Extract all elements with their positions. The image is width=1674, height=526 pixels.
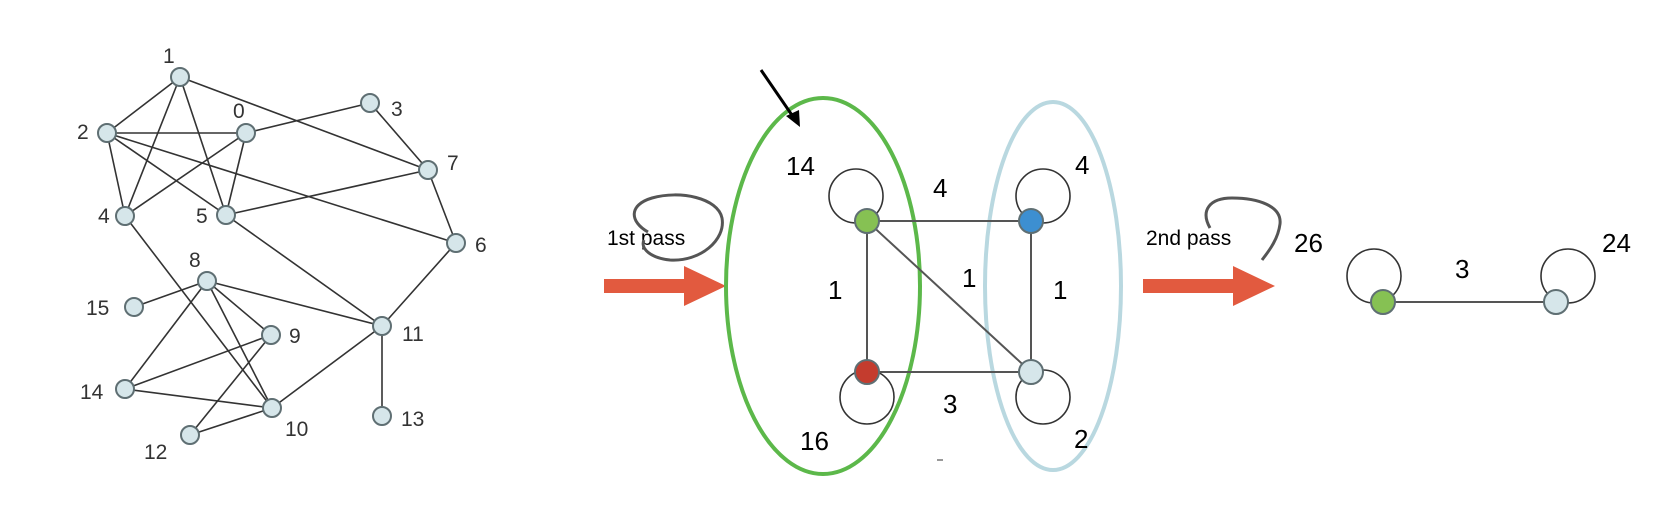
pass2-label: 2nd pass xyxy=(1146,227,1231,250)
edge-weight-b-c: 1 xyxy=(1053,275,1067,305)
pass1-weight-labels: 14 4 16 2 4 1 1 1 3 xyxy=(786,150,1089,456)
edge-3-7 xyxy=(369,102,429,171)
blue-community-ellipse xyxy=(983,100,1123,472)
self-loop-weight-b: 4 xyxy=(1075,150,1089,180)
community-node-b xyxy=(1018,208,1044,234)
edge-8-10 xyxy=(206,280,273,409)
node-1 xyxy=(170,67,190,87)
node-10 xyxy=(262,398,282,418)
pass1-graph: 14 4 16 2 4 1 1 1 3 xyxy=(724,69,1123,476)
edge-2-6 xyxy=(106,132,457,244)
pass2-nodes xyxy=(1370,289,1569,315)
pass2-scribble xyxy=(1204,196,1282,261)
node-label-5: 5 xyxy=(196,205,208,228)
node-label-0: 0 xyxy=(233,100,245,123)
node-label-2: 2 xyxy=(77,121,89,144)
edge-8-9 xyxy=(206,280,272,336)
self-loop-weight-g: 14 xyxy=(786,151,815,181)
node-label-8: 8 xyxy=(189,249,201,272)
self-loop-weight-c: 2 xyxy=(1074,424,1088,454)
edge-12-10 xyxy=(189,407,273,436)
node-3 xyxy=(360,93,380,113)
self-loop-weight-B: 24 xyxy=(1602,228,1631,258)
node-4 xyxy=(115,206,135,226)
node-0 xyxy=(236,123,256,143)
green-community-ellipse xyxy=(724,96,922,476)
node-11 xyxy=(372,316,392,336)
pass1-label: 1st pass xyxy=(607,227,685,250)
node-label-9: 9 xyxy=(289,325,301,348)
edge-weight-g-b: 4 xyxy=(933,173,947,203)
node-8 xyxy=(197,271,217,291)
edge-2-4 xyxy=(106,132,126,217)
edge-g-c xyxy=(866,220,1032,373)
pass1-edges xyxy=(866,220,1032,373)
edge-9-12 xyxy=(189,334,272,436)
node-label-11: 11 xyxy=(402,323,424,346)
edge-8-14 xyxy=(124,280,208,390)
node-9 xyxy=(261,325,281,345)
edge-5-7 xyxy=(225,169,429,216)
edge-8-11 xyxy=(206,280,383,327)
node-label-4: 4 xyxy=(98,205,110,228)
community-node-B xyxy=(1543,289,1569,315)
community-node-A xyxy=(1370,289,1396,315)
node-7 xyxy=(418,160,438,180)
edge-weight-g-c: 1 xyxy=(962,263,976,293)
node-12 xyxy=(180,425,200,445)
pass2-arrow-shape xyxy=(1143,266,1275,306)
node-label-6: 6 xyxy=(475,234,487,257)
edge-0-3 xyxy=(245,102,371,134)
edge-1-4 xyxy=(124,76,181,217)
original-graph-edges xyxy=(106,76,457,436)
pass1-nodes xyxy=(854,208,1044,385)
edge-5-11 xyxy=(225,214,383,327)
node-label-13: 13 xyxy=(401,408,424,431)
community-node-g xyxy=(854,208,880,234)
edge-1-7 xyxy=(179,76,429,171)
edge-7-6 xyxy=(427,169,457,244)
node-13 xyxy=(372,406,392,426)
edge-2-5 xyxy=(106,132,227,216)
pass1-arrow: 1st pass xyxy=(604,193,726,306)
pointer-arrow-icon xyxy=(759,69,800,127)
edge-weight-A-B: 3 xyxy=(1455,254,1469,284)
edge-8-15 xyxy=(133,280,208,308)
pass2-weight-labels: 26 24 3 xyxy=(1294,228,1631,284)
node-label-15: 15 xyxy=(86,297,109,320)
node-label-3: 3 xyxy=(391,98,403,121)
pass2-arrow: 2nd pass xyxy=(1143,196,1282,306)
node-label-10: 10 xyxy=(285,418,308,441)
edge-0-5 xyxy=(225,132,247,216)
node-label-7: 7 xyxy=(447,152,459,175)
self-loop-weight-A: 26 xyxy=(1294,228,1323,258)
node-14 xyxy=(115,379,135,399)
self-loop-weight-r: 16 xyxy=(800,426,829,456)
edge-11-10 xyxy=(271,325,383,409)
pass1-arrow-shape xyxy=(604,266,726,306)
edge-4-10 xyxy=(124,215,273,409)
edge-weight-g-r: 1 xyxy=(828,275,842,305)
edge-1-2 xyxy=(106,76,181,134)
node-label-1: 1 xyxy=(163,45,175,68)
edge-9-14 xyxy=(124,334,272,390)
node-label-14: 14 xyxy=(80,381,104,404)
pass1-scribble xyxy=(632,193,724,262)
community-node-c xyxy=(1018,359,1044,385)
node-2 xyxy=(97,123,117,143)
edge-6-11 xyxy=(381,242,457,327)
edge-1-5 xyxy=(179,76,227,216)
edge-0-4 xyxy=(124,132,247,217)
community-node-r xyxy=(854,359,880,385)
edge-14-10 xyxy=(124,388,273,409)
node-15 xyxy=(124,297,144,317)
pass2-graph: 26 24 3 xyxy=(1294,228,1631,315)
edge-weight-r-c: 3 xyxy=(943,389,957,419)
node-label-12: 12 xyxy=(144,441,167,464)
node-6 xyxy=(446,233,466,253)
node-5 xyxy=(216,205,236,225)
